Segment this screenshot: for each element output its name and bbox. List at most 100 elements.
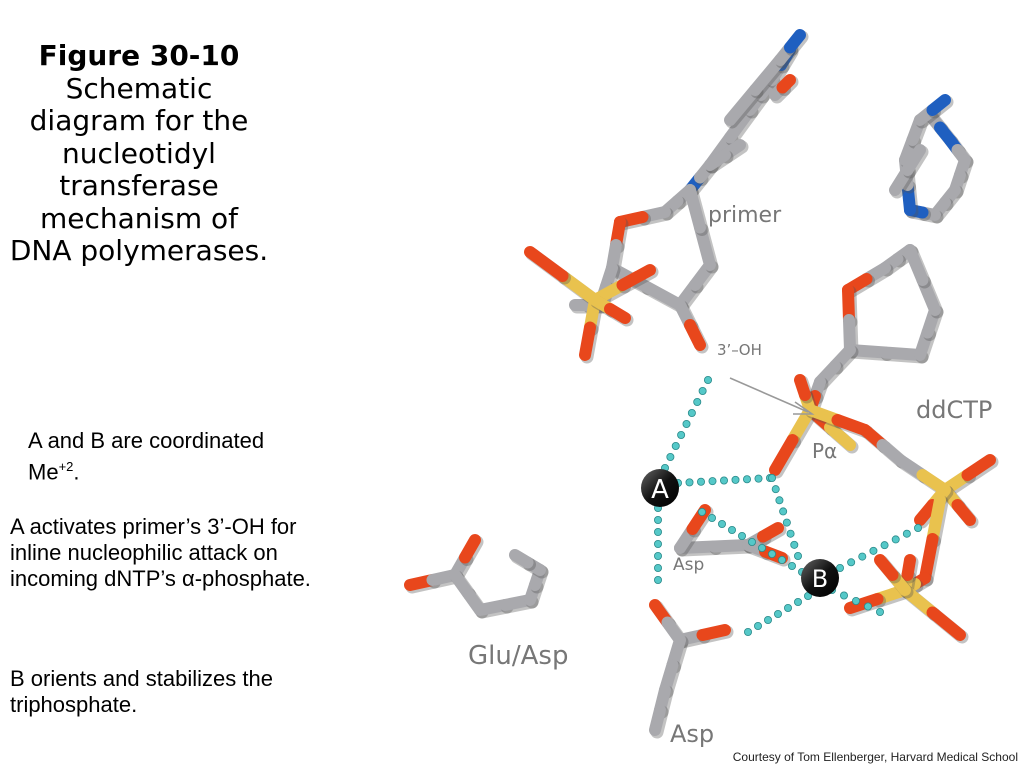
bond — [824, 421, 856, 451]
coordination-dot — [773, 610, 782, 619]
figure-description: Schematic diagram for the nucleotidyl tr… — [9, 71, 269, 267]
coordination-dot — [682, 419, 691, 428]
bond — [776, 74, 796, 94]
figure-number: Figure 30-10 — [38, 39, 240, 72]
bond — [579, 321, 596, 361]
bond — [926, 606, 966, 641]
bond-layer — [404, 29, 999, 739]
coordination-dot — [880, 541, 889, 550]
bond — [951, 499, 976, 526]
asp-middle-label: Asp — [673, 555, 704, 575]
coordination-dot — [653, 576, 662, 585]
active-site-diagram: A B primer 3’–OH ddCTP Pα Asp Glu/Asp As… — [404, 29, 999, 748]
coordination-dot — [763, 616, 772, 625]
coordination-dot — [767, 550, 776, 559]
coordination-dot — [727, 526, 736, 535]
bond — [459, 534, 481, 564]
coordination-dot — [653, 564, 662, 573]
bond — [604, 303, 631, 324]
p-alpha-label: Pα — [812, 439, 837, 463]
coordination-dot — [708, 477, 717, 486]
bond — [784, 29, 806, 54]
bond — [749, 54, 786, 96]
bond — [684, 319, 706, 351]
coordination-dot — [671, 441, 680, 450]
bond — [757, 522, 784, 543]
bond — [926, 494, 946, 545]
bond — [844, 593, 884, 614]
coordination-note-text: A and B are coordinated Me — [28, 428, 265, 485]
coordination-dot — [771, 485, 780, 494]
metal-ion-b: B — [801, 559, 839, 597]
coordination-dot — [703, 375, 712, 384]
coordination-dot — [696, 477, 705, 486]
coordination-dot — [782, 518, 791, 527]
metal-ion-a-label: A — [651, 475, 669, 505]
coordination-dot — [914, 524, 923, 533]
coordination-dot — [653, 540, 662, 549]
coordination-dot — [777, 556, 786, 565]
coordination-dot — [743, 628, 752, 637]
coordination-dot — [747, 538, 756, 547]
bond — [509, 549, 534, 569]
coordination-dot — [875, 608, 884, 617]
bond — [769, 434, 799, 476]
glu-asp-label: Glu/Asp — [468, 641, 568, 671]
coordination-dot — [753, 622, 762, 631]
metal-ion-a-sphere — [641, 469, 679, 507]
bond — [901, 554, 916, 581]
coordination-dot — [839, 591, 848, 600]
coordination-dot — [851, 597, 860, 606]
bond — [649, 704, 666, 736]
coordination-dot — [858, 552, 867, 561]
metal-b-role-note: B orients and stabilizes the triphosphat… — [10, 666, 273, 717]
coordination-dot — [891, 535, 900, 544]
coordination-dot — [697, 507, 706, 516]
bond — [684, 184, 706, 234]
coordination-dot — [707, 514, 716, 523]
coordination-dot — [775, 496, 784, 505]
coordination-dot — [754, 474, 763, 483]
coordination-dot — [666, 452, 675, 461]
coordination-dot — [685, 478, 694, 487]
coordination-dot — [698, 386, 707, 395]
coordination-dot — [737, 532, 746, 541]
metal-a-role-note: A activates primer’s 3’-OH for inline nu… — [10, 514, 311, 591]
coordination-dot — [847, 558, 856, 567]
bond — [874, 554, 899, 581]
bond — [919, 533, 939, 584]
bond — [926, 94, 951, 116]
coordination-dot — [757, 544, 766, 553]
coordination-dot — [719, 476, 728, 485]
coordination-note-period: . — [73, 459, 80, 485]
coordination-dot — [767, 473, 776, 482]
metal-ion-a: A — [641, 469, 679, 507]
bond — [914, 499, 939, 526]
ddctp-label: ddCTP — [916, 396, 992, 424]
coordination-dot — [783, 604, 792, 613]
coordination-dot — [779, 507, 788, 516]
bond — [640, 280, 686, 311]
bond — [696, 624, 731, 641]
three-prime-oh-label: 3’–OH — [717, 341, 762, 359]
metal-ion-b-label: B — [812, 565, 828, 593]
bond — [904, 244, 929, 286]
coordination-dot — [790, 540, 799, 549]
bond — [724, 84, 761, 126]
asp-bottom-label: Asp — [670, 720, 714, 748]
coordination-dot — [787, 562, 796, 571]
primer-label: primer — [708, 203, 782, 228]
coordination-dot — [687, 408, 696, 417]
coordination-dot — [677, 430, 686, 439]
figure-caption: Figure 30-10 Schematic diagram for the n… — [8, 39, 270, 268]
bond — [694, 221, 716, 271]
bond — [616, 264, 656, 291]
coordination-dot — [742, 475, 751, 484]
coordination-dot — [653, 552, 662, 561]
coordination-dot — [869, 546, 878, 555]
charge-superscript: +2 — [58, 459, 74, 474]
bond — [556, 270, 601, 306]
coordination-dot — [793, 598, 802, 607]
coordination-dot — [863, 602, 872, 611]
attack-arrow — [729, 377, 815, 415]
